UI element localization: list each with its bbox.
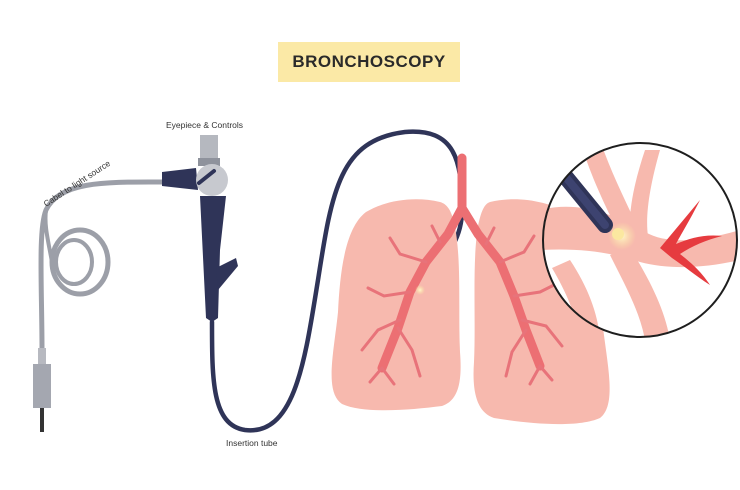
control-knob (196, 164, 228, 196)
bronchial-tree (360, 153, 564, 386)
left-lung (331, 199, 461, 411)
working-channel-port (216, 258, 238, 290)
light-cable (38, 179, 168, 353)
eyepiece-label: Eyepiece & Controls (166, 120, 243, 130)
bronchoscope-handle (162, 135, 238, 322)
insertion-tube-label: Insertion tube (226, 438, 278, 448)
cable-connector (33, 348, 51, 432)
eyepiece (200, 135, 218, 161)
title-banner: BRONCHOSCOPY (278, 42, 460, 82)
diagram-title: BRONCHOSCOPY (292, 52, 446, 71)
